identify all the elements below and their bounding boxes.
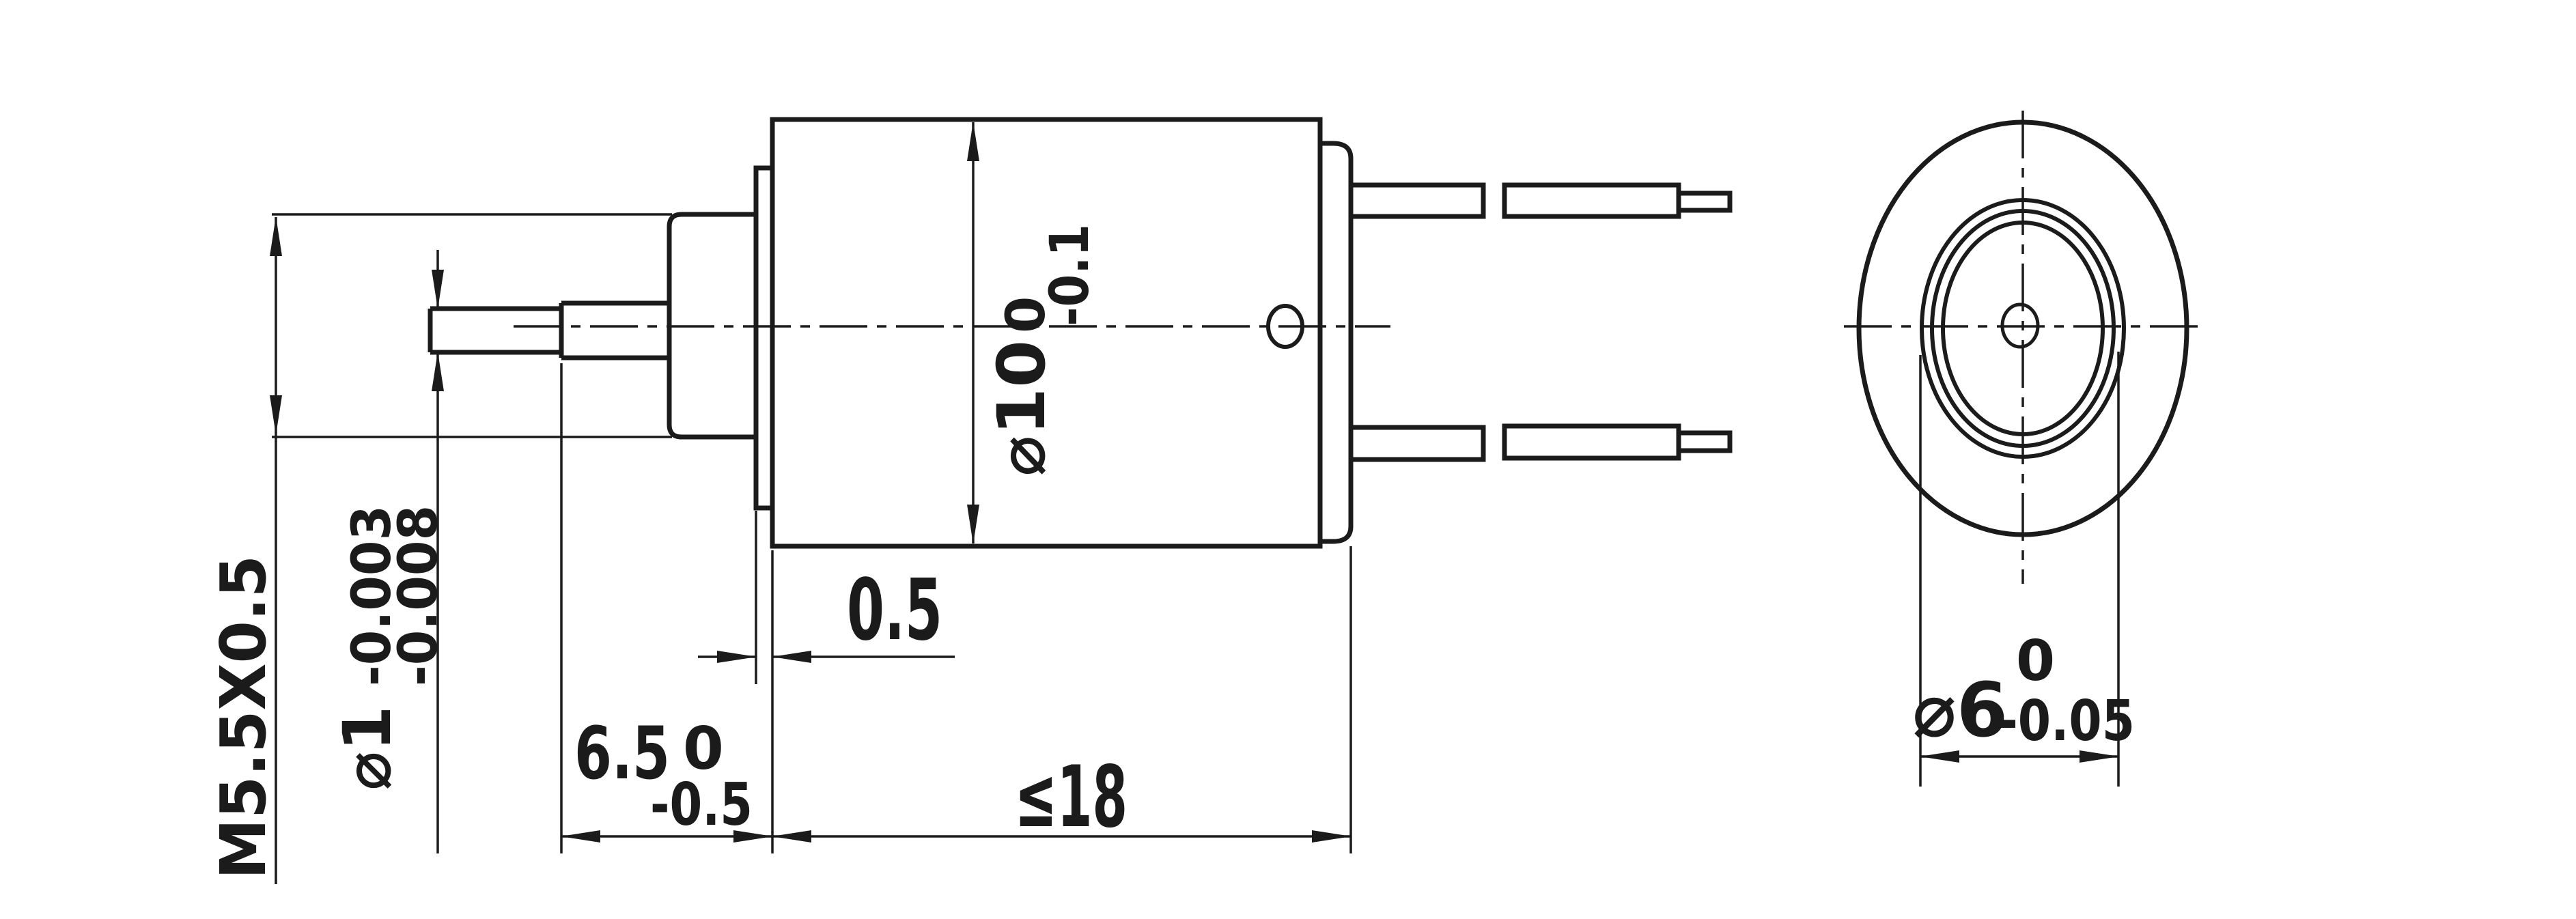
motor-body-outline bbox=[770, 117, 1323, 549]
bushing-protrusion-label: 6.5 bbox=[574, 711, 670, 795]
plate-thickness-label: 0.5 bbox=[847, 561, 942, 660]
shaft-diameter-lower-tolerance: -0.008 bbox=[388, 505, 449, 686]
terminal-pin-top bbox=[1348, 182, 1733, 219]
bushing-protrusion-upper-tolerance: 0 bbox=[683, 715, 724, 783]
thread-spec-label: M5.5X0.5 bbox=[207, 555, 280, 879]
body-diameter-upper-tolerance: 0 bbox=[996, 296, 1057, 333]
boss-diameter-label: ⌀6 bbox=[1912, 666, 2008, 754]
shaft-diameter-upper-tolerance: -0.003 bbox=[341, 505, 403, 686]
boss-diameter-lower-tolerance: -0.05 bbox=[1998, 689, 2135, 754]
dimension-body-diameter: ⌀10 0 -0.1 bbox=[967, 122, 1101, 544]
dimension-overall-length: ≤18 bbox=[772, 546, 1352, 853]
terminal-pin-top-segment-2 bbox=[1502, 182, 1681, 219]
front-mounting-plate bbox=[753, 165, 775, 511]
terminal-pin-bottom-segment-2 bbox=[1502, 423, 1681, 461]
overall-length-label: ≤18 bbox=[1015, 748, 1128, 847]
terminal-pin-bottom bbox=[1348, 423, 1733, 462]
dimension-bushing-protrusion: 6.5 0 -0.5 bbox=[560, 363, 774, 853]
body-diameter-lower-tolerance: -0.1 bbox=[1039, 224, 1101, 326]
dimension-shaft-diameter: ⌀1 -0.003 -0.008 bbox=[329, 250, 449, 853]
terminal-pin-bottom-segment-1 bbox=[1348, 425, 1486, 462]
boss-diameter-upper-tolerance: 0 bbox=[2016, 629, 2055, 694]
terminal-pin-top-tip bbox=[1676, 190, 1733, 213]
rear-end-cap bbox=[1317, 141, 1354, 544]
terminal-pin-top-segment-1 bbox=[1348, 182, 1486, 219]
front-view bbox=[428, 117, 1733, 549]
dimension-thread: M5.5X0.5 bbox=[207, 213, 672, 884]
side-view bbox=[1844, 111, 2206, 584]
shaft-diameter-label: ⌀1 bbox=[329, 705, 406, 791]
bushing-protrusion-lower-tolerance: -0.5 bbox=[650, 771, 753, 839]
shaft-outline bbox=[428, 300, 669, 360]
dimension-plate-thickness: 0.5 bbox=[698, 511, 955, 684]
body-center-hole bbox=[1266, 304, 1304, 349]
terminal-pin-bottom-tip bbox=[1676, 430, 1733, 453]
dimension-boss-diameter: ⌀6 0 -0.05 bbox=[1912, 352, 2135, 787]
body-diameter-label: ⌀10 bbox=[983, 340, 1060, 477]
